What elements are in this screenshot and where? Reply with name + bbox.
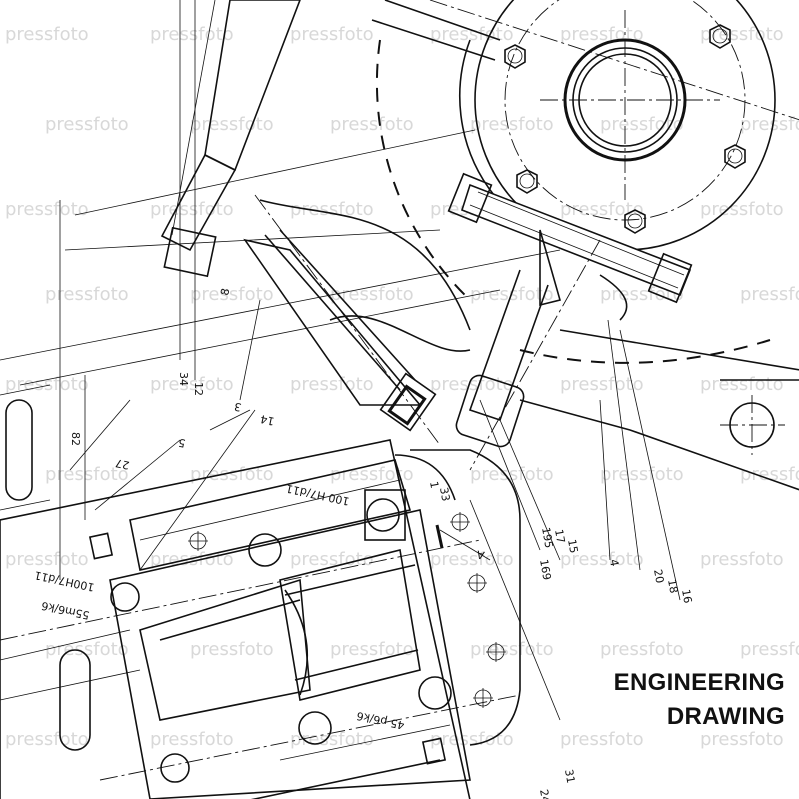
watermark-text: pressfoto	[5, 729, 89, 750]
watermark-text: pressfoto	[330, 284, 414, 305]
watermark-text: pressfoto	[560, 549, 644, 570]
inclined-bracket	[160, 0, 471, 446]
dim-33: 33	[437, 486, 452, 502]
watermark-text: pressfoto	[560, 374, 644, 395]
watermark-text: pressfoto	[190, 114, 274, 135]
dim-A: A	[475, 547, 486, 561]
dim-3: 3	[233, 400, 243, 414]
watermark-text: pressfoto	[430, 24, 514, 45]
dimension-texts: 100 H7/d11 100H7/d11 55m6/k6 45 p6/k6 82…	[33, 287, 694, 799]
bolt-hole-5	[624, 209, 646, 234]
watermark-text: pressfoto	[600, 639, 684, 660]
watermark-text: pressfoto	[290, 24, 374, 45]
dim-195: 195	[539, 526, 555, 549]
watermark-text: pressfoto	[600, 464, 684, 485]
watermark-text: pressfoto	[330, 114, 414, 135]
dim-5: 5	[177, 436, 187, 450]
watermark-text: pressfoto	[45, 464, 129, 485]
watermark-text: pressfoto	[430, 374, 514, 395]
dim-17: 17	[552, 528, 567, 544]
watermark-text: pressfoto	[290, 199, 374, 220]
base-plate	[519, 329, 799, 491]
watermark-layer: pressfoto pressfoto pressfoto pressfoto pres…	[5, 24, 799, 750]
watermark-text: pressfoto	[150, 374, 234, 395]
watermark-text: pressfoto	[190, 284, 274, 305]
watermark-text: pressfoto	[5, 199, 89, 220]
watermark-text: pressfoto	[700, 199, 784, 220]
dim-55m6k6: 55m6/k6	[40, 599, 90, 622]
watermark-text: pressfoto	[150, 24, 234, 45]
watermark-text: pressfoto	[45, 114, 129, 135]
title-line-2: DRAWING	[666, 703, 785, 730]
watermark-text: pressfoto	[45, 639, 129, 660]
title-line-1: ENGINEERING	[613, 669, 785, 696]
watermark-text: pressfoto	[740, 114, 799, 135]
dim-14: 14	[259, 412, 275, 428]
dim-15: 15	[565, 538, 580, 554]
watermark-text: pressfoto	[700, 374, 784, 395]
dim-100H7d11-left: 100H7/d11	[33, 568, 95, 593]
watermark-text: pressfoto	[560, 199, 644, 220]
watermark-text: pressfoto	[45, 284, 129, 305]
dim-82: 82	[69, 432, 82, 446]
watermark-text: pressfoto	[700, 729, 784, 750]
gearbox-section	[0, 384, 521, 799]
dim-1: 1	[427, 480, 441, 489]
title-block: ENGINEERING DRAWING	[614, 666, 785, 734]
watermark-text: pressfoto	[600, 114, 684, 135]
dim-24: 24	[537, 788, 552, 799]
bolt-hole-4	[516, 169, 538, 194]
dim-31: 31	[562, 768, 577, 784]
watermark-text: pressfoto	[430, 549, 514, 570]
watermark-text: pressfoto	[5, 549, 89, 570]
watermark-text: pressfoto	[560, 24, 644, 45]
watermark-text: pressfoto	[5, 24, 89, 45]
watermark-text: pressfoto	[600, 284, 684, 305]
dim-4: 4	[607, 558, 621, 567]
watermark-text: pressfoto	[700, 24, 784, 45]
dim-8: 8	[218, 287, 232, 297]
dimension-lines	[0, 129, 681, 721]
dim-20: 20	[651, 568, 666, 584]
bolt-hole-3	[724, 144, 746, 169]
dim-34: 34	[177, 372, 190, 386]
watermark-text: pressfoto	[470, 639, 554, 660]
bolt-hole-2	[709, 24, 731, 49]
watermark-text: pressfoto	[470, 114, 554, 135]
watermark-text: pressfoto	[740, 639, 799, 660]
watermark-text: pressfoto	[740, 284, 799, 305]
sight-marks	[188, 512, 506, 708]
watermark-text: pressfoto	[290, 374, 374, 395]
watermark-text: pressfoto	[190, 639, 274, 660]
watermark-text: pressfoto	[470, 464, 554, 485]
watermark-text: pressfoto	[330, 639, 414, 660]
watermark-text: pressfoto	[560, 729, 644, 750]
watermark-text: pressfoto	[150, 199, 234, 220]
watermark-text: pressfoto	[700, 549, 784, 570]
watermark-text: pressfoto	[150, 729, 234, 750]
watermark-text: pressfoto	[290, 729, 374, 750]
watermark-text: pressfoto	[430, 729, 514, 750]
dim-16: 16	[679, 588, 694, 604]
watermark-text: pressfoto	[290, 549, 374, 570]
watermark-text: pressfoto	[190, 464, 274, 485]
dim-18: 18	[665, 578, 680, 594]
watermark-text: pressfoto	[740, 464, 799, 485]
dim-12: 12	[192, 382, 205, 396]
flange-bolt-assembly	[447, 172, 693, 471]
bolt-hole-1	[504, 44, 526, 69]
dim-100H7d11-top: 100 H7/d11	[285, 482, 351, 508]
dim-27: 27	[114, 456, 130, 472]
dim-169: 169	[537, 558, 553, 581]
